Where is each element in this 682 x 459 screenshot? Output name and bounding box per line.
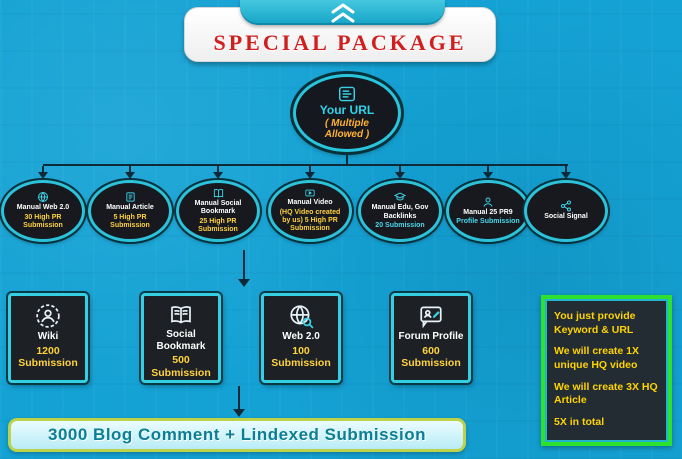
- connector-bottom-stem: [238, 386, 240, 410]
- node-title: Manual Video: [287, 199, 333, 207]
- arrowhead-down-icon: [395, 172, 405, 179]
- video-icon: [304, 188, 316, 198]
- connector-drop: [399, 166, 401, 173]
- node-title: Manual 25 PR9: [463, 208, 513, 216]
- globe-icon: [37, 191, 49, 203]
- node-forum-profile: Forum Profile 600 Submission: [391, 293, 471, 383]
- arrowhead-down-icon: [233, 409, 245, 417]
- node-detail: 25 High PR Submission: [198, 217, 238, 233]
- node-social-bookmark: Social Bookmark 500 Submission: [141, 293, 221, 383]
- node-detail: (HQ Video created by us) 5 High PR Submi…: [279, 208, 341, 233]
- node-manual-video: Manual Video (HQ Video created by us) 5 …: [268, 180, 352, 242]
- info-line: We will create 1X unique HQ video: [554, 345, 640, 371]
- globe-search-icon: [288, 303, 314, 329]
- node-manual-article: Manual Article 5 High PR Submission: [88, 180, 172, 242]
- node-title: Manual Edu, Gov Backlinks: [371, 204, 429, 220]
- node-title: Forum Profile: [398, 331, 464, 342]
- arrowhead-down-icon: [125, 172, 135, 179]
- card-icon: [338, 86, 356, 102]
- share-network-icon: [560, 200, 572, 212]
- connector-tier1-rail: [43, 164, 568, 166]
- node-title: Social Bookmark: [156, 329, 206, 352]
- connector-mid-stem: [243, 250, 245, 280]
- node-title: Social Signal: [544, 213, 588, 221]
- info-line: We will create 3X HQ Article: [554, 380, 658, 407]
- bottom-banner: 3000 Blog Comment + Lindexed Submission: [8, 418, 466, 452]
- info-line: 5X in total: [554, 415, 605, 428]
- double-chevron-up-icon: [326, 3, 360, 23]
- bottom-banner-text: 3000 Blog Comment + Lindexed Submission: [48, 425, 426, 444]
- connector-root-stem: [346, 152, 348, 164]
- arrowhead-down-icon: [305, 172, 315, 179]
- node-manual-social-bookmark: Manual Social Bookmark 25 High PR Submis…: [176, 180, 260, 242]
- info-line: You just provide Keyword & URL: [554, 310, 636, 336]
- forum-chat-icon: [418, 303, 444, 329]
- connector-drop: [565, 166, 567, 173]
- node-detail: 500 Submission: [151, 354, 211, 379]
- connector-drop: [42, 166, 44, 173]
- wiki-user-icon: [35, 303, 61, 329]
- profile-icon: [482, 196, 494, 208]
- open-book-icon: [167, 303, 195, 327]
- info-box: You just provide Keyword & URL We will c…: [541, 295, 672, 446]
- connector-drop: [217, 166, 219, 173]
- node-title: Manual Article: [106, 204, 154, 212]
- node-social-signal: Social Signal: [524, 180, 608, 242]
- node-detail: 20 Submission: [375, 222, 425, 230]
- graduation-cap-icon: [393, 191, 407, 203]
- page-title: SPECIAL PACKAGE: [213, 29, 467, 55]
- arrowhead-down-icon: [38, 172, 48, 179]
- node-detail: 1200 Submission: [18, 344, 78, 370]
- node-title: Web 2.0: [282, 331, 320, 342]
- node-web-2-0: Web 2.0 100 Submission: [261, 293, 341, 383]
- arrowhead-down-icon: [238, 279, 250, 287]
- node-manual-edu-gov: Manual Edu, Gov Backlinks 20 Submission: [358, 180, 442, 242]
- connector-drop: [309, 166, 311, 173]
- node-detail: 100 Submission: [271, 344, 331, 370]
- node-manual-pr9-profile: Manual 25 PR9 Profile Submission: [446, 180, 530, 242]
- node-title: Manual Web 2.0: [16, 204, 70, 212]
- connector-drop: [487, 166, 489, 173]
- node-title: Wiki: [37, 331, 59, 342]
- node-your-url: Your URL ( Multiple Allowed ): [293, 74, 401, 152]
- bookmark-icon: [212, 188, 225, 199]
- arrowhead-down-icon: [483, 172, 493, 179]
- article-icon: [125, 191, 136, 203]
- node-detail: 5 High PR Submission: [110, 213, 150, 230]
- node-detail: 600 Submission: [401, 344, 461, 370]
- arrowhead-down-icon: [561, 172, 571, 179]
- header-ribbon: [240, 0, 445, 25]
- node-title: Your URL: [319, 102, 375, 117]
- connector-drop: [129, 166, 131, 173]
- arrowhead-down-icon: [213, 172, 223, 179]
- node-title: Manual Social Bookmark: [194, 199, 242, 216]
- node-manual-web-2-0: Manual Web 2.0 30 High PR Submission: [1, 180, 85, 242]
- node-subtitle: ( Multiple Allowed ): [324, 117, 370, 141]
- node-detail: Profile Submission: [456, 218, 520, 225]
- node-wiki: Wiki 1200 Submission: [8, 293, 88, 383]
- node-detail: 30 High PR Submission: [23, 213, 63, 230]
